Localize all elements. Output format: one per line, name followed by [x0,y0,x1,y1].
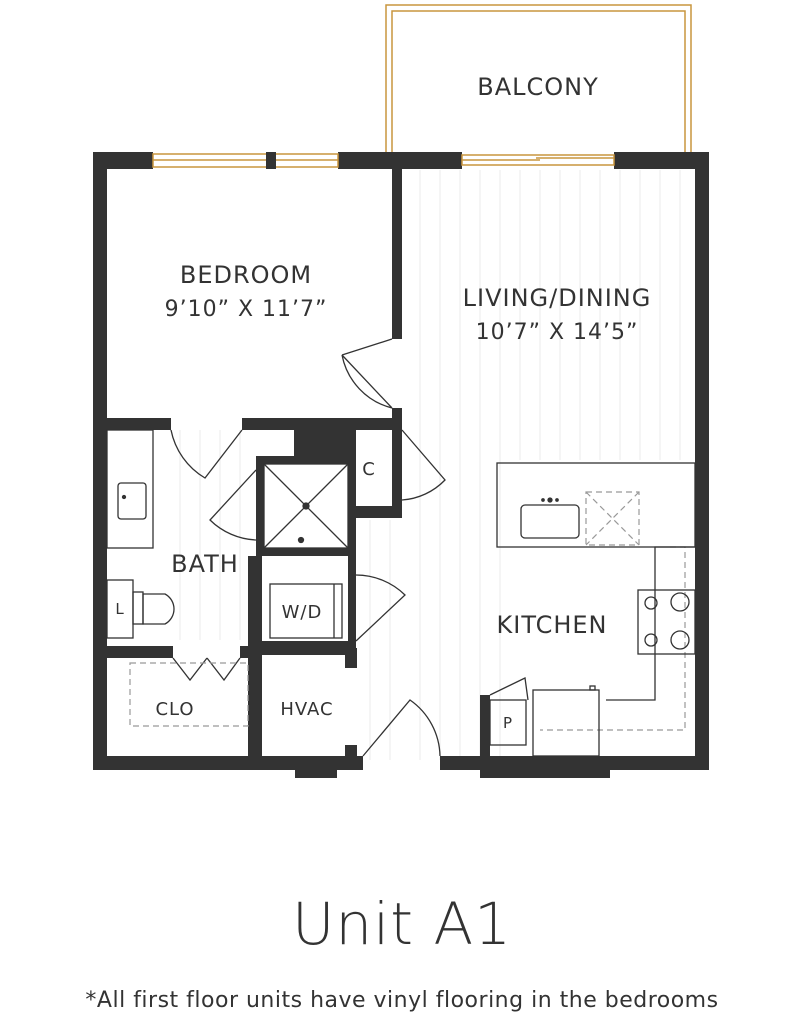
pantry-label: P [503,714,513,732]
linen-closet-label: L [115,600,124,618]
bedroom-dimensions: 9’10” X 11’7” [165,297,328,322]
balcony-label: BALCONY [477,73,599,101]
coat-closet-label: C [362,459,376,480]
floor-planks [179,170,681,760]
living-dining-label: LIVING/DINING [463,284,652,312]
bedroom-window [152,152,339,169]
dashed-outlines [129,491,686,731]
closet-label: CLO [155,699,194,720]
doors [170,338,529,757]
kitchen-label: KITCHEN [497,611,608,639]
unit-title: Unit A1 [291,890,513,958]
floor-plan: BALCONY BEDROOM 9’10” X 11’7” LIVING/DIN… [93,4,709,778]
balcony-railing [385,4,692,158]
washer-dryer-label: W/D [282,602,323,623]
flooring-footnote: *All first floor units have vinyl floori… [85,988,719,1013]
living-dining-dimensions: 10’7” X 14’5” [476,320,639,345]
walls [93,152,709,778]
bath-label: BATH [171,550,239,578]
fixtures [106,429,696,757]
bedroom-label: BEDROOM [180,261,312,289]
hvac-label: HVAC [280,699,333,720]
balcony-door [461,154,615,166]
